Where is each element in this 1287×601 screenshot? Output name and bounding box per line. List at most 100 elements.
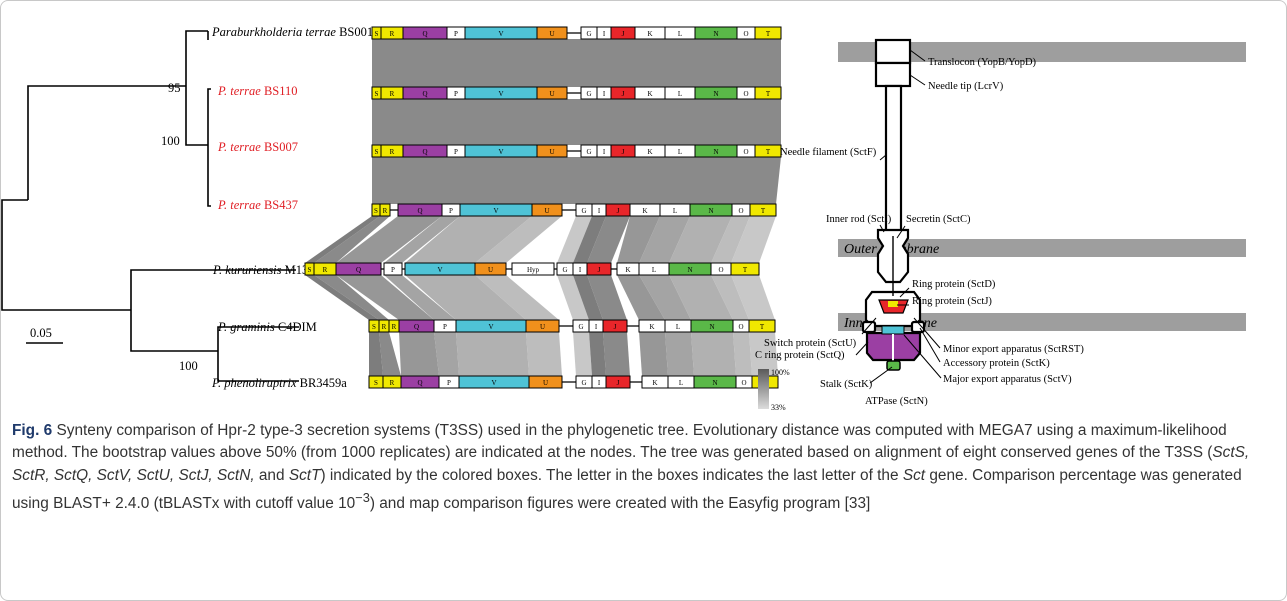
- outer-membrane-bar: [838, 239, 1246, 257]
- gene-letter: P: [454, 90, 458, 98]
- synteny-band: [639, 216, 690, 263]
- gene-letter: O: [743, 30, 748, 38]
- gene-letter: J: [598, 266, 601, 274]
- synteny-band: [372, 39, 781, 87]
- synteny-band: [711, 275, 749, 320]
- ring-protein-sctj: [888, 301, 898, 307]
- gene-box: [531, 203, 563, 217]
- gene-letter: K: [649, 323, 654, 331]
- synteny-band: [336, 216, 442, 263]
- gene-letter: S: [375, 148, 379, 156]
- gene-box: [511, 262, 555, 276]
- gene-letter: N: [713, 90, 718, 98]
- label-inner-rod: Inner rod (SctI): [826, 214, 892, 225]
- gene-letter: U: [549, 90, 554, 98]
- gene-letter: Q: [422, 30, 427, 38]
- gene-letter: K: [647, 30, 652, 38]
- gene-letter: L: [676, 323, 680, 331]
- gene-box: [536, 26, 568, 40]
- gene-letter: U: [544, 207, 549, 215]
- synteny-band: [669, 275, 733, 320]
- taxon-species: P. kururiensis: [212, 263, 282, 277]
- gene-letter: N: [713, 148, 718, 156]
- gene-letter: G: [562, 266, 567, 274]
- taxon-label: P. kururiensis M130: [212, 263, 315, 277]
- gene-letter: O: [743, 90, 748, 98]
- gene-letter: I: [595, 323, 598, 331]
- synteny-band: [526, 332, 562, 376]
- gene-letter: G: [581, 379, 586, 387]
- taxon-label: P. graminis C4DIM: [217, 320, 317, 334]
- gene-letter: K: [647, 90, 652, 98]
- synteny-band: [369, 332, 383, 376]
- synteny-band: [314, 275, 389, 320]
- bootstrap-graminis: 100: [179, 359, 198, 373]
- taxon-strain: BS110: [261, 84, 298, 98]
- gene-letter: P: [391, 266, 395, 274]
- gene-letter: V: [437, 266, 442, 274]
- gene-box: [525, 319, 560, 333]
- taxon-species: P. graminis: [217, 320, 275, 334]
- gene-letter: G: [581, 207, 586, 215]
- synteny-band: [573, 275, 603, 320]
- label-switch-protein: Switch protein (SctU): [764, 338, 857, 349]
- gene-letter: V: [491, 379, 496, 387]
- membrane-top: [838, 42, 1246, 62]
- t3ss-schematic: Outer membrane Inner membrane: [755, 38, 1246, 407]
- synteny-band: [336, 275, 434, 320]
- gene-letter: T: [743, 266, 748, 274]
- gene-letter: S: [374, 379, 378, 387]
- synteny-band: [731, 275, 775, 320]
- taxon-species: P. phenoliruptrix: [211, 376, 297, 390]
- synteny-band: [314, 216, 390, 263]
- gene-letter: T: [760, 323, 765, 331]
- bootstrap-bs007: 100: [161, 134, 180, 148]
- gene-letter: L: [652, 266, 656, 274]
- gene-letter: S: [374, 207, 378, 215]
- gene-letter: K: [625, 266, 630, 274]
- synteny-band: [617, 216, 660, 263]
- caption-gene-list: SctS, SctR, SctQ, SctV, SctU, SctJ, SctN…: [12, 444, 1250, 484]
- gene-letter: L: [678, 90, 682, 98]
- label-ring-protein-sctd: Ring protein (SctD): [912, 279, 996, 290]
- tree-branches: [1, 30, 299, 382]
- gene-box: [605, 375, 631, 389]
- figure-graphic: 0.05 95 100 100 Paraburkholderia terrae …: [1, 25, 1246, 412]
- legend-top-label: 100%: [771, 368, 790, 377]
- identity-gradient: [758, 369, 769, 409]
- gene-box: [754, 26, 782, 40]
- synteny-band: [384, 275, 456, 320]
- gene-letter: K: [642, 207, 647, 215]
- gene-letter: S: [308, 266, 312, 274]
- gene-letter: J: [622, 30, 625, 38]
- synteny-band: [405, 275, 526, 320]
- gene-letter: R: [390, 30, 395, 38]
- synteny-band: [711, 216, 750, 263]
- taxon-label: P. phenoliruptrix BR3459a: [211, 376, 347, 390]
- gene-letter: G: [586, 90, 591, 98]
- gene-letter: G: [578, 323, 583, 331]
- gene-letter: P: [447, 379, 451, 387]
- synteny-bands: [305, 39, 781, 376]
- synteny-band: [379, 332, 401, 376]
- synteny-band: [665, 332, 694, 376]
- gene-box: [383, 262, 403, 276]
- gene-box: [474, 262, 507, 276]
- bootstrap-bs110: 95: [168, 81, 181, 95]
- synteny-band: [587, 216, 630, 263]
- gene-letter: U: [543, 379, 548, 387]
- gene-box: [602, 319, 628, 333]
- gene-letter: Q: [414, 323, 419, 331]
- gene-letter: Q: [417, 207, 422, 215]
- gene-letter: Q: [356, 266, 361, 274]
- figure-label: Fig. 6: [12, 422, 53, 439]
- gene-box: [536, 144, 568, 158]
- gene-letter: N: [712, 379, 717, 387]
- gene-letter: R: [383, 207, 388, 215]
- synteny-band: [372, 99, 781, 145]
- gene-box: [528, 375, 563, 389]
- label-major-export: Major export apparatus (SctV): [943, 374, 1072, 385]
- gene-letter: N: [708, 207, 713, 215]
- gene-letter: R: [390, 148, 395, 156]
- synteny-band: [305, 275, 379, 320]
